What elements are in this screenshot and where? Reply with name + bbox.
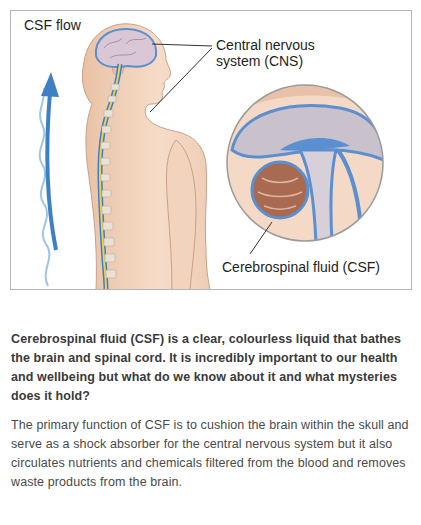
- body-silhouette: [82, 24, 210, 289]
- vertebrae: [101, 84, 119, 278]
- brain-folds: [104, 38, 146, 58]
- flow-label: CSF flow: [24, 17, 104, 33]
- callout-label: Central nervous system (CNS): [216, 37, 336, 69]
- leader-line: [152, 44, 212, 46]
- figure-frame: [11, 11, 412, 290]
- zoom-detail: [225, 83, 385, 243]
- body-paragraph: The primary function of CSF is to cushio…: [11, 416, 411, 492]
- arm: [166, 140, 196, 289]
- leader-line: [250, 222, 272, 254]
- flow-arrow-shaft: [48, 92, 56, 250]
- spinal-canal: [100, 64, 120, 289]
- leader-line: [150, 48, 212, 112]
- flow-arrowhead: [41, 72, 59, 97]
- callout-label: Cerebrospinal fluid (CSF): [222, 259, 407, 275]
- zoom-circle: [227, 85, 383, 241]
- spinal-cord: [100, 64, 120, 289]
- intro-paragraph: Cerebrospinal fluid (CSF) is a clear, co…: [11, 330, 411, 406]
- brain: [96, 29, 156, 67]
